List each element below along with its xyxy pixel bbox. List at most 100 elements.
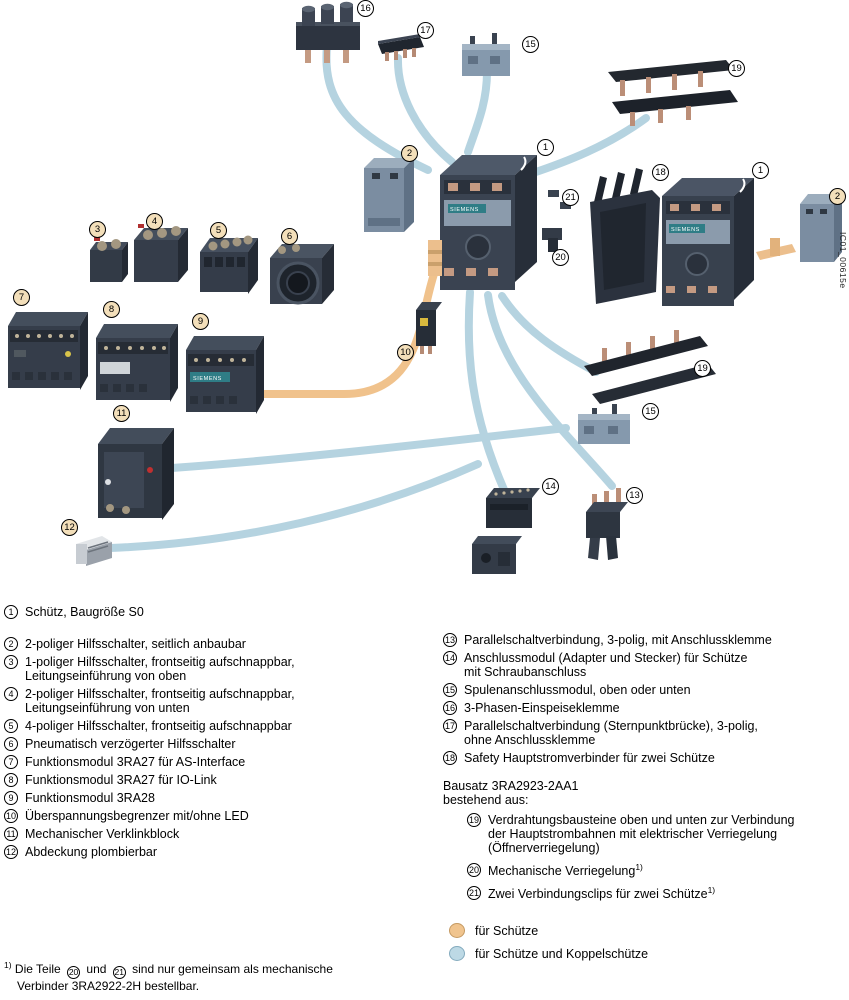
- legend-text-16: 3-Phasen-Einspeiseklemme: [464, 701, 620, 715]
- callout-14: 14: [542, 478, 559, 495]
- part-19-busbars-top: [608, 60, 738, 126]
- part-7-function-module-as-i: [8, 312, 88, 390]
- legend-badge-18: 18: [443, 751, 457, 765]
- legend-text-20: Mechanische Verriegelung1): [488, 862, 643, 879]
- part-19-busbars-bottom: [584, 330, 716, 404]
- part-16-feeder-terminal: [296, 1, 360, 63]
- callout-6: 6: [281, 228, 298, 245]
- color-dot: [449, 923, 465, 939]
- legend-badge-13: 13: [443, 633, 457, 647]
- part-1-contactor-right: SIEMENS: [662, 178, 796, 306]
- legend-item-19: 19 Verdrahtungsbausteine oben und unten z…: [467, 813, 845, 855]
- callout-4: 4: [146, 213, 163, 230]
- footnote-sup: 1): [4, 960, 12, 970]
- legend-text-15: Spulenanschlussmodul, oben oder unten: [464, 683, 691, 697]
- siemens-label: SIEMENS: [450, 207, 479, 213]
- callout-17: 17: [417, 22, 434, 39]
- legend-badge-10: 10: [4, 809, 18, 823]
- legend-badge-16: 16: [443, 701, 457, 715]
- legend-item-1: 1 Schütz, Baugröße S0: [4, 605, 434, 619]
- legend-text-5: 4-poliger Hilfsschalter, frontseitig auf…: [25, 719, 292, 733]
- bausatz-title-line1: Bausatz 3RA2923-2AA1: [443, 779, 579, 793]
- callout-5: 5: [210, 222, 227, 239]
- legend-item-16: 16 3-Phasen-Einspeiseklemme: [443, 701, 845, 715]
- color-legend-row-0: für Schütze: [443, 923, 845, 939]
- part-13-parallel-connector: [586, 488, 628, 560]
- part-8-function-module-io-link: [96, 324, 178, 402]
- figure-id-label: IC01_00615e: [838, 232, 848, 289]
- legend-item-3: 3 1-poliger Hilfsschalter, frontseitig au…: [4, 655, 434, 683]
- callout-13: 13: [626, 487, 643, 504]
- legend-text-3: 1-poliger Hilfsschalter, frontseitig auf…: [25, 655, 295, 683]
- legend-text-17: Parallelschaltverbindung (Sternpunktbrüc…: [464, 719, 758, 747]
- legend-item-6: 6 Pneumatisch verzögerter Hilfsschalter: [4, 737, 434, 751]
- part-15-coil-module-top: [462, 33, 510, 76]
- footnote-text-post: sind nur gemeinsam als mechanische: [132, 962, 333, 976]
- legend-text-6: Pneumatisch verzögerter Hilfsschalter: [25, 737, 236, 751]
- color-label: für Schütze und Koppelschütze: [475, 946, 649, 961]
- legend-badge-1: 1: [4, 605, 18, 619]
- legend-text-7: Funktionsmodul 3RA27 für AS-Interface: [25, 755, 246, 769]
- callout-1: 1: [752, 162, 769, 179]
- callout-11: 11: [113, 405, 130, 422]
- callout-10: 10: [397, 344, 414, 361]
- part-11-latching-block: [98, 428, 174, 520]
- callout-20: 20: [552, 249, 569, 266]
- legend-text-12: Abdeckung plombierbar: [25, 845, 158, 859]
- footnote-text-mid: und: [86, 962, 107, 976]
- footnote-badge-21: 21: [112, 965, 126, 979]
- part-2-aux-switch-left: [364, 158, 414, 232]
- legend-text-19: Verdrahtungsbausteine oben und unten zur…: [488, 813, 795, 855]
- legend-text-10: Überspannungsbegrenzer mit/ohne LED: [25, 809, 249, 823]
- part-21-connecting-clips: [548, 190, 571, 209]
- color-legend: für Schütze für Schütze und Koppelschütze: [443, 923, 845, 962]
- footnote-badge-20: 20: [67, 965, 81, 979]
- color-dot: [449, 946, 465, 962]
- callout-8: 8: [103, 301, 120, 318]
- legend-text-1: Schütz, Baugröße S0: [25, 605, 144, 619]
- callout-9: 9: [192, 313, 209, 330]
- part-17-star-point-bridge: [378, 34, 424, 61]
- bausatz-title-line2: bestehend aus:: [443, 793, 529, 807]
- connection-lines-blue: [106, 42, 650, 552]
- orange-connector-left: [428, 240, 442, 276]
- legend-text-9: Funktionsmodul 3RA28: [25, 791, 155, 805]
- bausatz-title: Bausatz 3RA2923-2AA1 bestehend aus:: [443, 779, 845, 807]
- part-4-aux-switch-2pole: [134, 224, 188, 282]
- part-12-sealable-cover: [76, 536, 112, 566]
- legend-text-4: 2-poliger Hilfsschalter, frontseitig auf…: [25, 687, 295, 715]
- legend-badge-20: 20: [467, 863, 481, 877]
- legend-badge-3: 3: [4, 655, 18, 669]
- part-15-coil-module-bottom: [578, 404, 630, 444]
- legend-text-21: Zwei Verbindungsclips für zwei Schütze1): [488, 885, 716, 902]
- exploded-diagram: SIEMENS: [8, 0, 848, 574]
- callout-15: 15: [522, 36, 539, 53]
- callout-15: 15: [642, 403, 659, 420]
- callout-16: 16: [357, 0, 374, 17]
- legend-text-14: Anschlussmodul (Adapter und Stecker) für…: [464, 651, 748, 679]
- callout-18: 18: [652, 164, 669, 181]
- legend-badge-6: 6: [4, 737, 18, 751]
- part-6-pneumatic-switch: [270, 244, 334, 305]
- legend-badge-21: 21: [467, 886, 481, 901]
- legend-badge-19: 19: [467, 813, 481, 827]
- legend-badge-2: 2: [4, 637, 18, 651]
- color-label: für Schütze: [475, 923, 539, 938]
- bausatz-items: 19 Verdrahtungsbausteine oben und unten z…: [443, 813, 845, 901]
- legend-text-8: Funktionsmodul 3RA27 für IO-Link: [25, 773, 217, 787]
